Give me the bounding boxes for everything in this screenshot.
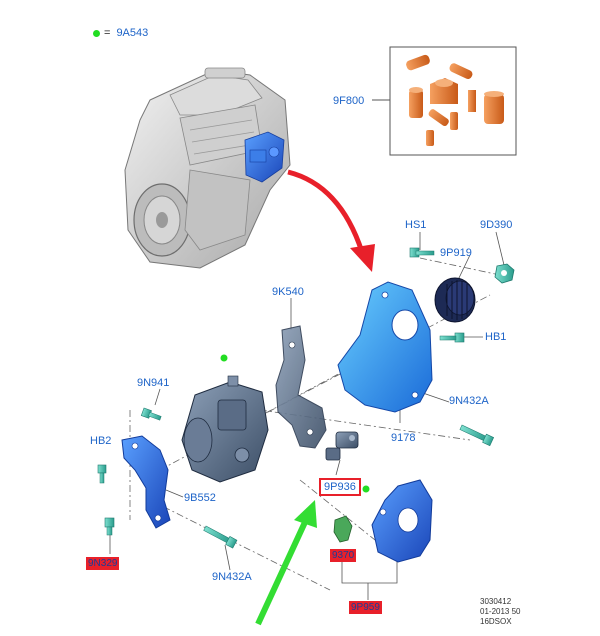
seal-kit-parts [406, 54, 504, 146]
leader-lines [109, 231, 505, 600]
label-9p936: 9P936 [319, 478, 361, 496]
legend-code: 9A543 [116, 27, 149, 39]
label-hs1: HS1 [405, 219, 427, 231]
bolt-hs1-part [409, 247, 435, 258]
label-9n941: 9N941 [137, 377, 170, 389]
label-kit: 9F800 [333, 95, 365, 107]
red-arrow [287, 169, 375, 272]
bracket-9b552-part [121, 435, 171, 529]
label-9n432a-bottom: 9N432A [212, 571, 252, 583]
doc-date: 01-2013 50 [480, 607, 521, 616]
legend-marker [93, 29, 100, 37]
pump-on-engine-highlight [244, 131, 285, 183]
label-9n432a-right: 9N432A [449, 395, 489, 407]
bolt-9n941-part [140, 407, 162, 421]
label-9p919: 9P919 [440, 247, 472, 259]
bolt-9n432a-right-part [459, 424, 495, 447]
label-9n329: 9N329 [86, 557, 120, 570]
engine-illustration [124, 67, 291, 269]
cover-plate-part [337, 281, 433, 413]
label-9370: 9370 [330, 549, 357, 562]
green-marker-dot [220, 354, 228, 362]
nut-part [494, 263, 515, 284]
label-hb2: HB2 [90, 435, 112, 447]
valve-9p936-part [325, 431, 359, 461]
legend: = 9A543 [93, 27, 148, 39]
bolt-9n432a-bottom-part [203, 525, 238, 549]
label-9k540: 9K540 [272, 286, 304, 298]
bolt-hb1-part [439, 332, 465, 343]
doc-code: 16DSOX [480, 617, 512, 626]
bolt-9n329-part [104, 517, 115, 536]
seal-kit-box [372, 46, 517, 156]
legend-separator: = [104, 27, 111, 39]
housing-9p959-part [371, 479, 433, 563]
doc-number: 3030412 [480, 597, 512, 606]
label-9178: 9178 [391, 432, 416, 444]
green-marker-dot [362, 485, 370, 493]
clip-9370-part [333, 515, 353, 543]
pulley-part [434, 277, 476, 323]
document-info: 3030412 01-2013 50 16DSOX [480, 597, 520, 627]
label-9d390: 9D390 [480, 219, 513, 231]
bracket-9k540-part [275, 325, 327, 449]
label-hb1: HB1 [485, 331, 507, 343]
green-arrow [255, 500, 317, 626]
fuel-pump-part [181, 375, 269, 483]
label-9p959: 9P959 [349, 601, 382, 614]
label-9b552: 9B552 [184, 492, 216, 504]
bolt-hb2-part [97, 464, 107, 484]
